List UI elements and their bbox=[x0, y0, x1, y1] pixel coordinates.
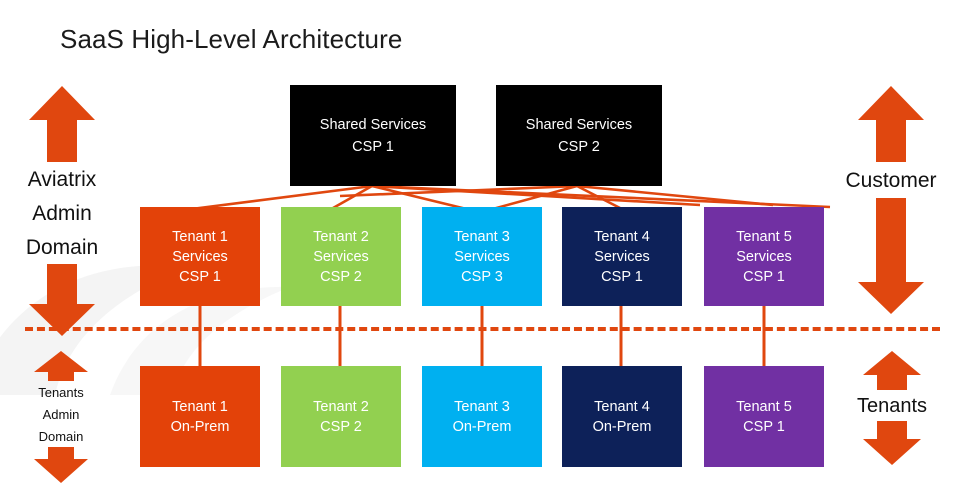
tenants-annotation: Tenants bbox=[840, 350, 944, 467]
tenant-2-site-line1: Tenant 2 bbox=[313, 398, 369, 415]
tenants-label: Tenants bbox=[856, 395, 928, 417]
tenants-admin-domain-line1: Tenants bbox=[38, 385, 84, 400]
wire-shared1-to-tenant5 bbox=[371, 184, 831, 209]
admin-domain-divider bbox=[25, 327, 940, 331]
shared-services-csp2-line1: Shared Services bbox=[525, 116, 633, 133]
shared-services-csp1-box[interactable]: Shared Services CSP 1 bbox=[290, 85, 456, 186]
tenant-3-services-line1: Tenant 3 bbox=[454, 228, 510, 245]
aviatrix-admin-domain-line2: Admin bbox=[32, 202, 92, 225]
tenant-2-services-line1: Tenant 2 bbox=[313, 228, 369, 245]
arrow-down-icon bbox=[34, 447, 88, 483]
aviatrix-admin-domain-annotation: Aviatrix Admin Domain bbox=[6, 84, 118, 338]
tenant-2-site-box[interactable]: Tenant 2 CSP 2 bbox=[281, 366, 401, 467]
arrow-up-icon bbox=[863, 351, 921, 390]
shared-services-csp1-line2: CSP 1 bbox=[352, 138, 394, 155]
arrow-down-icon bbox=[858, 198, 924, 314]
tenant-3-services-line3: CSP 3 bbox=[461, 268, 503, 285]
tenant-3-services-line2: Services bbox=[454, 248, 510, 265]
tenant-4-services-line2: Services bbox=[594, 248, 650, 265]
tenant-4-services-line1: Tenant 4 bbox=[594, 228, 650, 245]
shared-services-csp1-line1: Shared Services bbox=[319, 116, 427, 133]
tenant-5-services-line2: Services bbox=[736, 248, 792, 265]
tenant-5-services-line1: Tenant 5 bbox=[736, 228, 792, 245]
tenant-1-services-line1: Tenant 1 bbox=[172, 228, 228, 245]
tenant-3-site-line2: On-Prem bbox=[452, 418, 512, 435]
customer-annotation: Customer bbox=[832, 84, 950, 316]
tenant-1-services-line2: Services bbox=[172, 248, 228, 265]
tenant-1-site-line2: On-Prem bbox=[170, 418, 230, 435]
tenant-2-services-box[interactable]: Tenant 2 Services CSP 2 bbox=[281, 207, 401, 306]
tenant-5-site-line2: CSP 1 bbox=[743, 418, 785, 435]
arrow-up-icon bbox=[34, 351, 88, 381]
customer-label: Customer bbox=[845, 169, 937, 192]
tenant-1-site-box[interactable]: Tenant 1 On-Prem bbox=[140, 366, 260, 467]
tenant-5-site-line1: Tenant 5 bbox=[736, 398, 792, 415]
wire-shared2-to-tenant5 bbox=[576, 184, 774, 207]
tenant-5-site-box[interactable]: Tenant 5 CSP 1 bbox=[704, 366, 824, 467]
tenants-admin-domain-annotation: Tenants Admin Domain bbox=[22, 350, 100, 485]
wire-shared2-to-tenant4 bbox=[576, 184, 621, 210]
tenant-3-services-box[interactable]: Tenant 3 Services CSP 3 bbox=[422, 207, 542, 306]
tenant-4-services-line3: CSP 1 bbox=[601, 268, 643, 285]
tenant-5-services-box[interactable]: Tenant 5 Services CSP 1 bbox=[704, 207, 824, 306]
tenant-4-site-box[interactable]: Tenant 4 On-Prem bbox=[562, 366, 682, 467]
tenants-admin-domain-line3: Domain bbox=[38, 429, 84, 444]
tenant-4-site-line1: Tenant 4 bbox=[594, 398, 650, 415]
tenant-4-services-box[interactable]: Tenant 4 Services CSP 1 bbox=[562, 207, 682, 306]
aviatrix-admin-domain-line3: Domain bbox=[25, 236, 99, 259]
tenant-4-site-line2: On-Prem bbox=[592, 418, 652, 435]
tenant-1-site-line1: Tenant 1 bbox=[172, 398, 228, 415]
tenant-3-site-box[interactable]: Tenant 3 On-Prem bbox=[422, 366, 542, 467]
aviatrix-admin-domain-line1: Aviatrix bbox=[27, 168, 97, 191]
arrow-up-icon bbox=[29, 86, 95, 162]
tenant-3-site-line1: Tenant 3 bbox=[454, 398, 510, 415]
arrow-down-icon bbox=[29, 264, 95, 336]
tenant-2-services-line3: CSP 2 bbox=[320, 268, 362, 285]
tenants-admin-domain-line2: Admin bbox=[42, 407, 80, 422]
tenant-1-services-box[interactable]: Tenant 1 Services CSP 1 bbox=[140, 207, 260, 306]
wire-shared1-to-tenant4 bbox=[371, 184, 701, 207]
page-title: SaaS High-Level Architecture bbox=[60, 24, 403, 54]
tenant-2-services-line2: Services bbox=[313, 248, 369, 265]
arrow-down-icon bbox=[863, 421, 921, 465]
arrow-up-icon bbox=[858, 86, 924, 162]
shared-services-csp2-line2: CSP 2 bbox=[558, 138, 600, 155]
tenant-2-site-line2: CSP 2 bbox=[320, 418, 362, 435]
wire-shared2-to-tenant1 bbox=[339, 184, 578, 198]
shared-services-csp2-box[interactable]: Shared Services CSP 2 bbox=[496, 85, 662, 186]
tenant-1-services-line3: CSP 1 bbox=[179, 268, 221, 285]
tenant-5-services-line3: CSP 1 bbox=[743, 268, 785, 285]
